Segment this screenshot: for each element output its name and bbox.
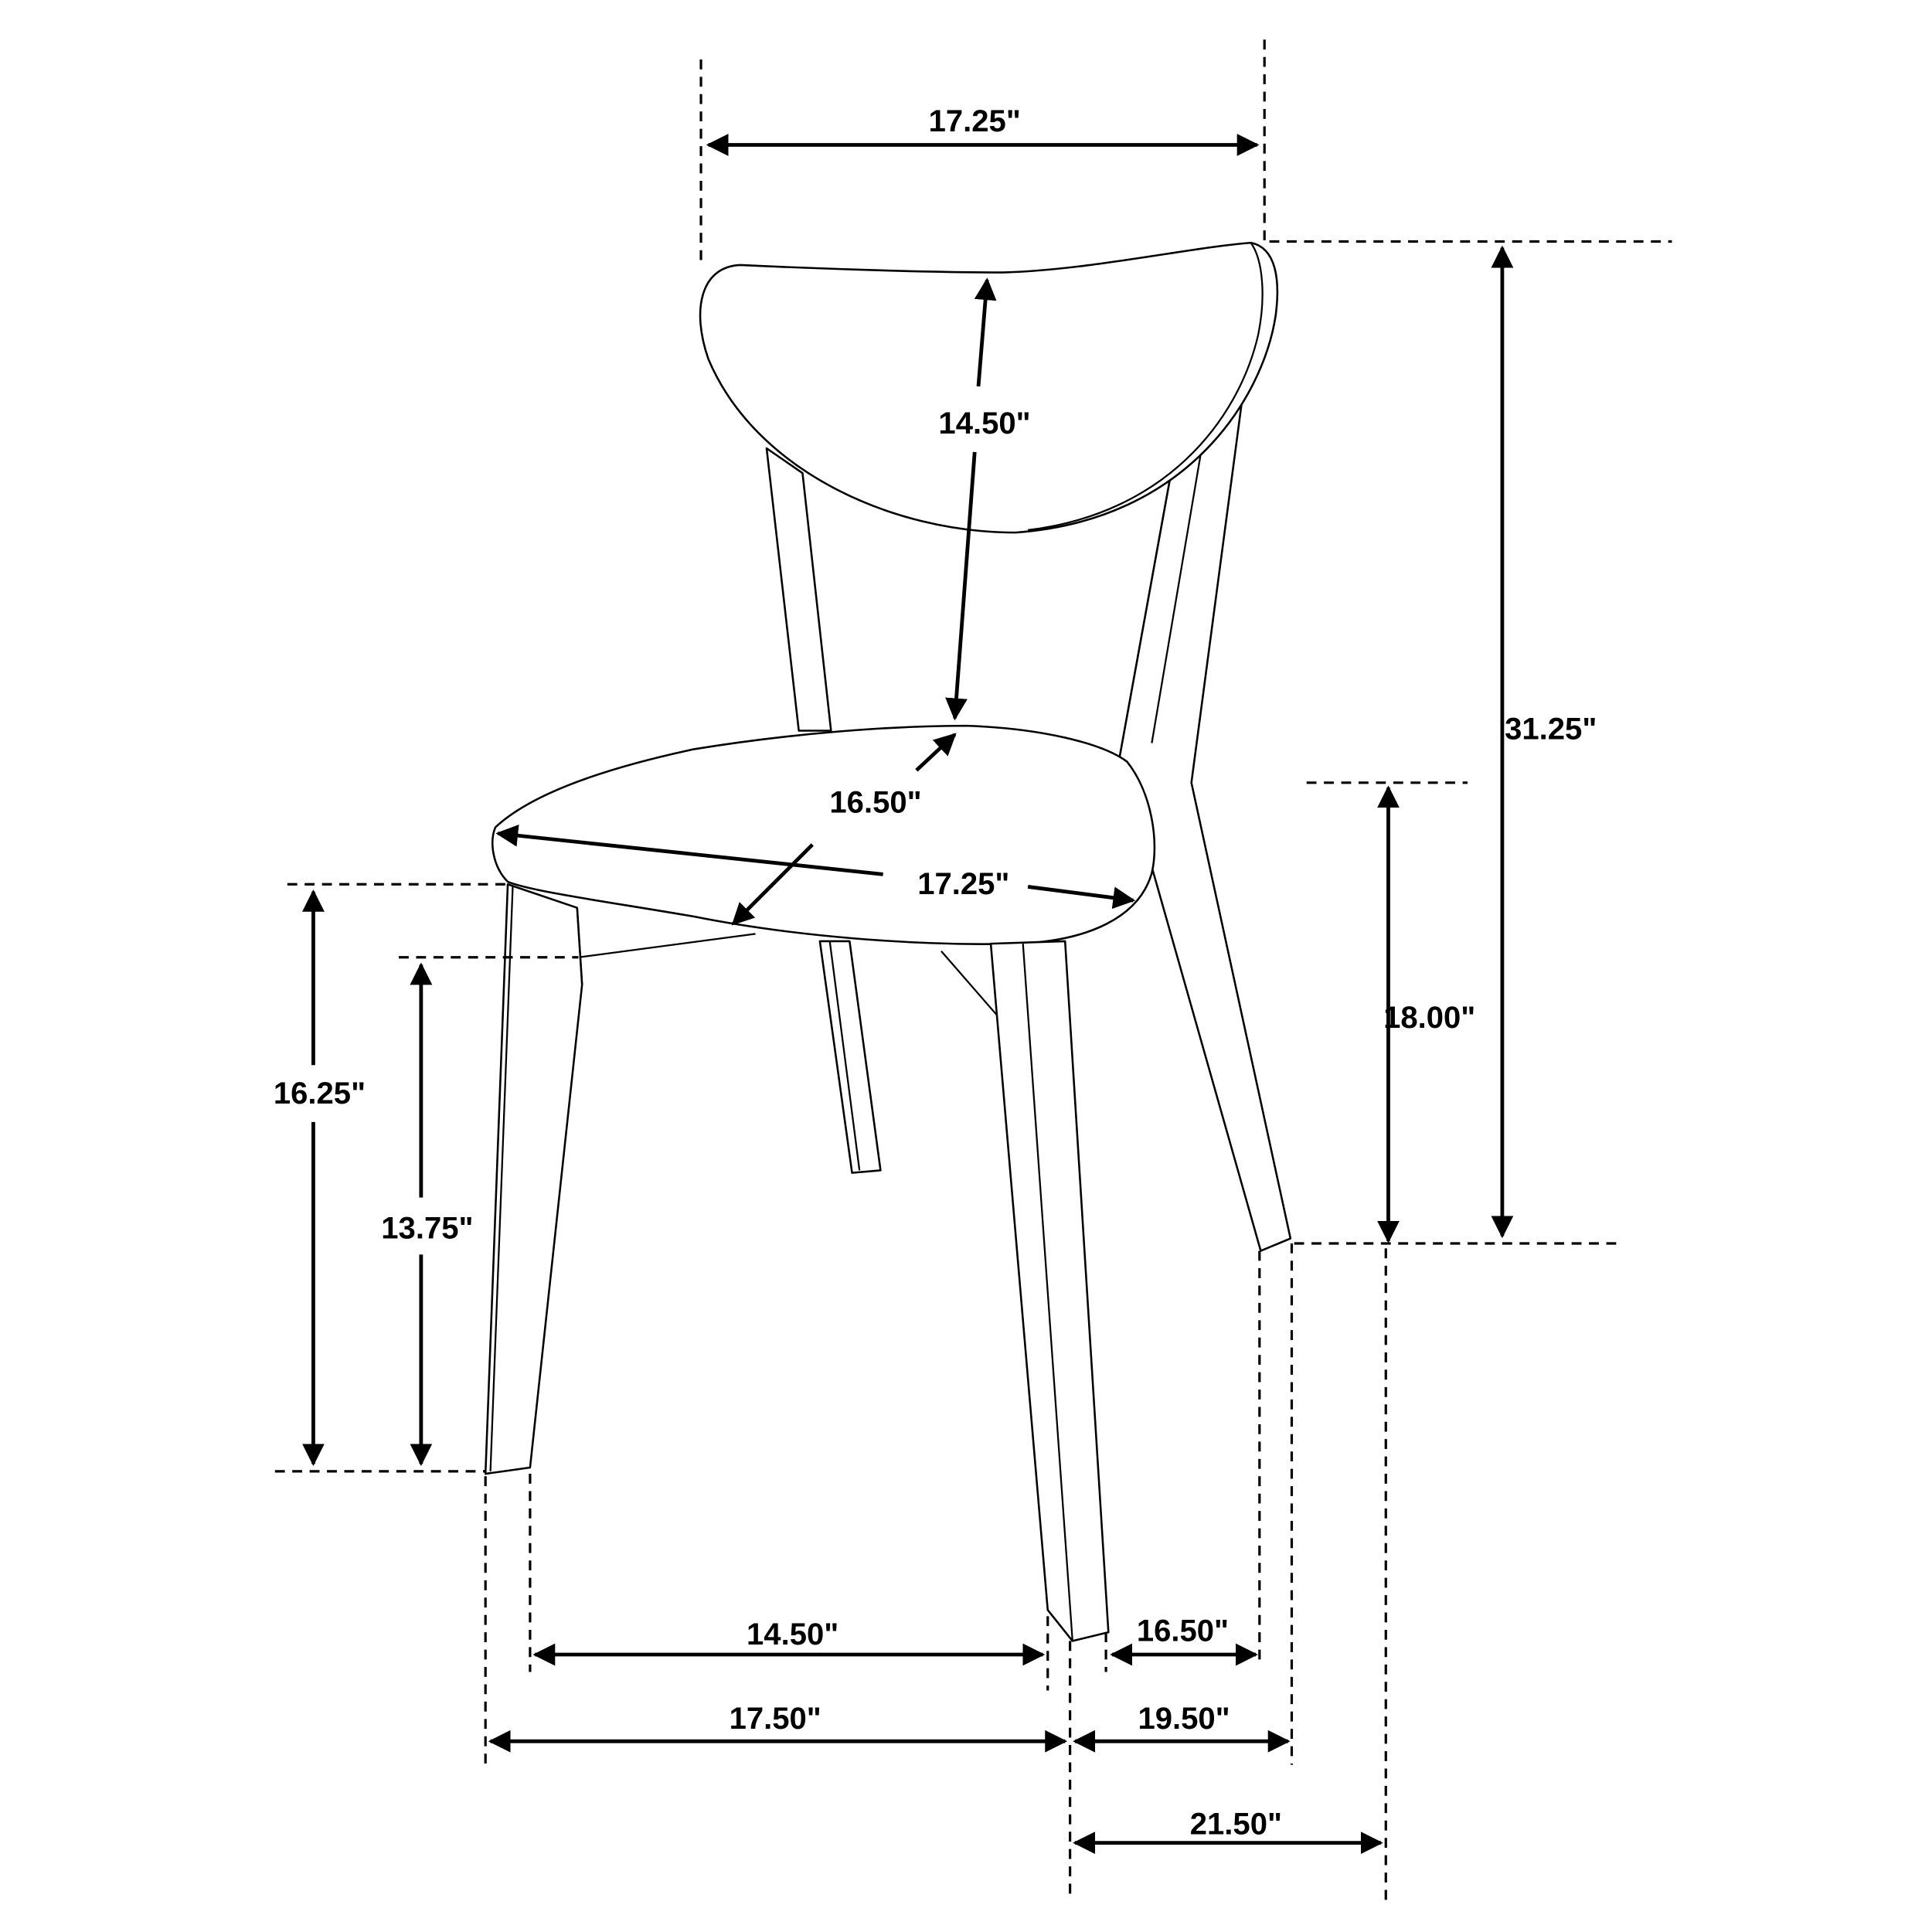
label-leg-inner-depth-side: 16.50" (1137, 1614, 1229, 1648)
label-front-apron-height: 16.25" (274, 1077, 366, 1111)
rear-left-leg (818, 940, 882, 1174)
under-seat-brace (940, 951, 1001, 1019)
dim-leg-outer-depth-side: 19.50" (1073, 1702, 1291, 1753)
label-leg-outer-width-front: 17.50" (730, 1702, 821, 1736)
dim-seat-depth: 16.50" (731, 733, 957, 926)
backrest (699, 241, 1279, 534)
front-stretcher (578, 933, 756, 958)
dim-seat-height: 18.00" (1294, 781, 1623, 1245)
dim-front-apron-height: 16.25" (274, 883, 505, 1473)
front-left-leg (484, 883, 583, 1475)
dim-seat-width: 17.25" (495, 824, 1136, 910)
back-left-support (765, 447, 832, 732)
dim-overall-height: 31.25" (1269, 240, 1672, 1239)
label-front-stretcher-height: 13.75" (381, 1212, 473, 1246)
label-seat-height: 18.00" (1383, 1001, 1475, 1035)
dim-leg-outer-width-front: 17.50" (488, 1702, 1068, 1753)
dim-backrest-width: 17.25" (699, 39, 1266, 267)
dim-front-stretcher-height: 13.75" (381, 956, 579, 1467)
chair-drawing (484, 241, 1292, 1642)
dim-overall-depth: 21.50" (1073, 1807, 1383, 1855)
label-seat-width: 17.25" (917, 867, 1009, 901)
dim-leg-inner-depth-side: 16.50" (1110, 1614, 1258, 1666)
dim-leg-inner-width-front: 14.50" (532, 1617, 1046, 1666)
bottom-extension-lines (484, 1243, 1387, 1901)
label-leg-outer-depth-side: 19.50" (1138, 1702, 1230, 1736)
label-backrest-width: 17.25" (929, 104, 1021, 138)
label-overall-height: 31.25" (1505, 713, 1597, 747)
front-right-leg (989, 940, 1110, 1642)
label-backrest-height: 14.50" (938, 406, 1030, 440)
label-seat-depth: 16.50" (829, 785, 921, 819)
seat (492, 724, 1156, 945)
label-overall-depth: 21.50" (1190, 1807, 1282, 1841)
dim-backrest-height: 14.50" (938, 277, 1031, 721)
label-leg-inner-width-front: 14.50" (747, 1617, 838, 1651)
